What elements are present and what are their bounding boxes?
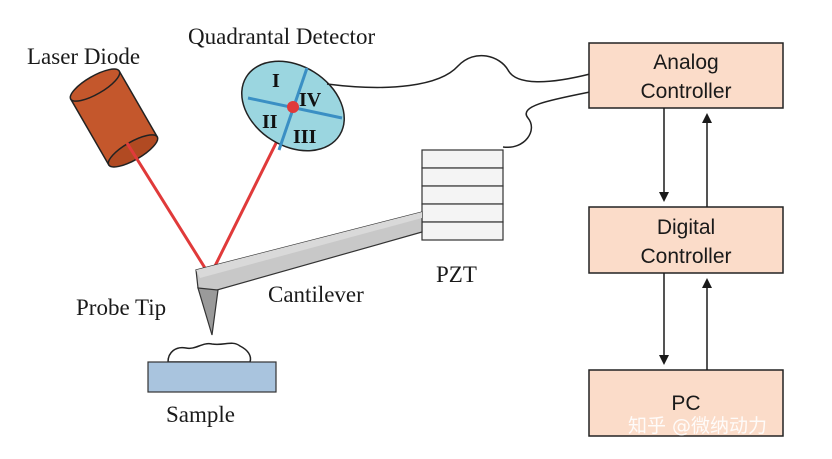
quadrant-ii-label: II [262,111,278,133]
quadrant-i-label: I [272,70,280,92]
digital-controller-box: Digital Controller [588,206,784,274]
sample [147,342,277,393]
quadrant-iv-label: IV [299,89,322,111]
digital-controller-label-line2: Controller [640,245,731,268]
probe-tip-label: Probe Tip [76,295,166,320]
analog-controller-label-line1: Analog [653,51,718,74]
quadrantal-detector: I IV II III [241,60,345,152]
cantilever-label: Cantilever [268,282,364,307]
pzt-label: PZT [436,262,477,287]
digital-controller-label-line1: Digital [657,216,715,239]
quadrantal-detector-label: Quadrantal Detector [188,24,375,49]
laser-diode [69,68,159,168]
pzt-stack [421,149,504,241]
analog-controller-label-line2: Controller [640,80,731,103]
analog-controller-box: Analog Controller [588,42,784,109]
pc-label: PC [671,392,700,415]
cantilever-top-face [196,212,422,278]
detector-cable [326,54,591,89]
pc-box: PC [588,369,784,437]
probe-tip [197,287,219,336]
watermark: 知乎 @微纳动力 [628,415,767,437]
laser-diode-label: Laser Diode [27,44,140,69]
sample-label: Sample [166,402,235,427]
pzt-cable [502,91,591,148]
quadrant-iii-label: III [293,126,317,148]
